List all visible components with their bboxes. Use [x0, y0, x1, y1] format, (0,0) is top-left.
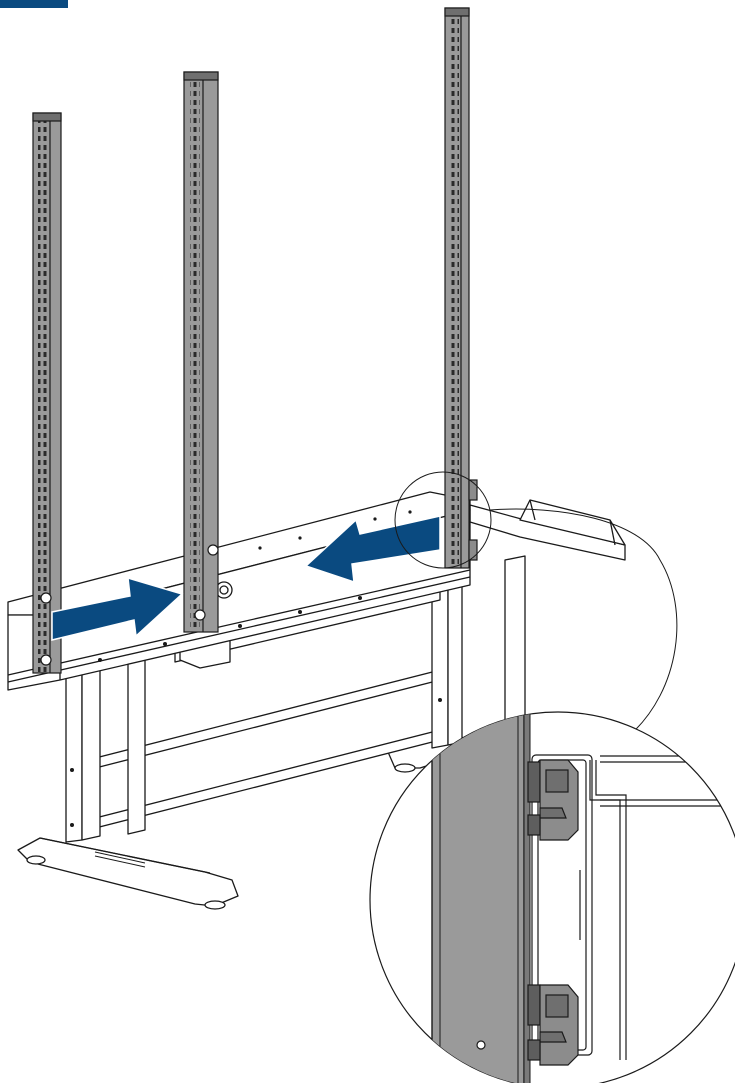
callout-leader-line	[489, 508, 678, 736]
step-tab-icon	[0, 0, 68, 8]
right-post	[444, 7, 478, 569]
slide-left-arrow-icon	[304, 515, 441, 584]
magnify-detail-callout	[369, 711, 735, 1083]
detail-source-circle	[394, 471, 492, 569]
middle-post	[183, 71, 219, 633]
left-post	[32, 112, 62, 674]
slide-right-arrow-icon	[51, 576, 184, 641]
